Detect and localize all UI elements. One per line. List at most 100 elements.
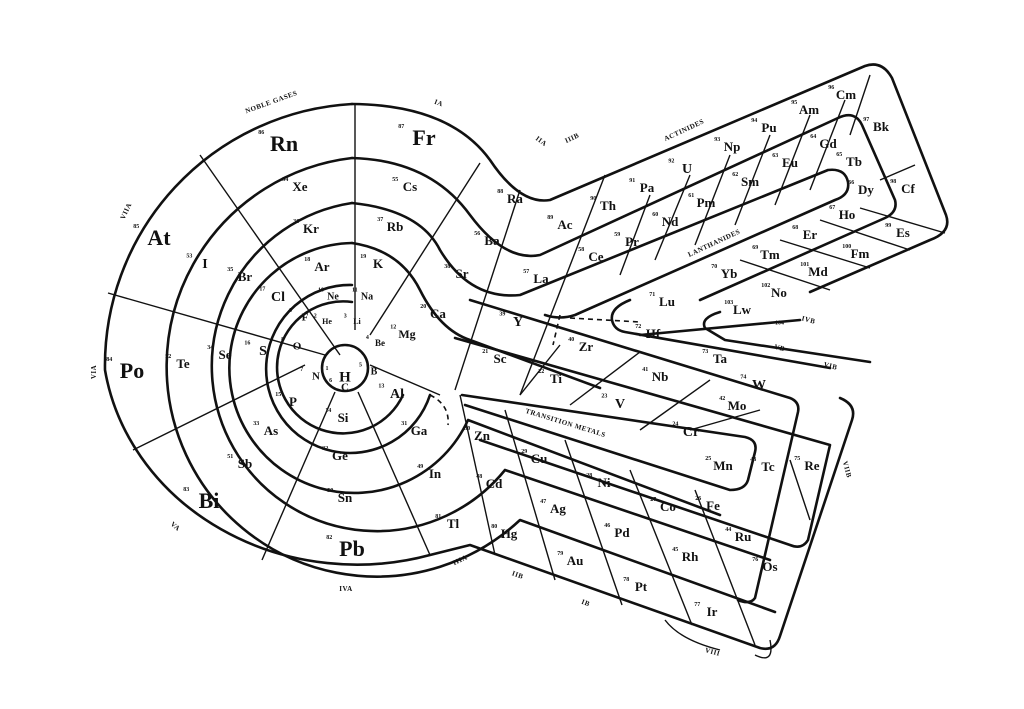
cell-dividers xyxy=(107,74,946,659)
atomic-number: 7 xyxy=(300,367,303,373)
transition-metals-slot xyxy=(460,393,757,492)
atomic-number: 40 xyxy=(568,337,574,343)
element-symbol: Hg xyxy=(501,526,518,541)
element-symbol: Ra xyxy=(507,191,523,206)
atomic-number: 88 xyxy=(497,189,503,195)
label-viia: VIIA xyxy=(119,202,134,221)
divider xyxy=(619,194,651,276)
atomic-number: 18 xyxy=(304,257,310,263)
atomic-number: 82 xyxy=(326,535,332,541)
atomic-number: 65 xyxy=(836,152,842,158)
element-symbol: Cm xyxy=(836,87,856,102)
element-symbol: Ge xyxy=(332,448,348,463)
divider xyxy=(789,459,811,521)
label-iva: IVA xyxy=(339,585,352,593)
divider xyxy=(357,391,431,556)
lanthanide-slot xyxy=(350,168,850,319)
atomic-number: 68 xyxy=(792,225,798,231)
label-vb: VB xyxy=(773,343,785,354)
label-vib: VIB xyxy=(823,360,839,371)
element-symbol: Pa xyxy=(640,180,655,195)
transition-band-middle xyxy=(468,298,800,604)
element-symbol: Fm xyxy=(851,246,870,261)
element-symbol: Fr xyxy=(412,125,435,150)
element-symbol: Zr xyxy=(579,339,594,354)
element-symbol: Cs xyxy=(403,179,417,194)
divider xyxy=(564,439,623,606)
ring-ca-band xyxy=(350,241,602,390)
element-symbol: Sn xyxy=(338,490,353,505)
atomic-number: 31 xyxy=(401,421,407,427)
atomic-number: 76 xyxy=(752,557,758,563)
element-symbol: S xyxy=(259,344,267,359)
element-symbol: In xyxy=(429,466,442,481)
divider xyxy=(369,162,481,336)
atomic-number: 97 xyxy=(863,117,869,123)
ring-3 xyxy=(264,283,432,455)
element-cell-ra: 88 Ra xyxy=(497,189,523,206)
element-cell-u: 92U xyxy=(668,158,692,177)
element-cell-i: 53I xyxy=(186,253,207,272)
element-symbol: As xyxy=(264,423,278,438)
atomic-number: 30 xyxy=(464,426,470,432)
element-symbol: Tl xyxy=(447,516,460,531)
ring-5 xyxy=(210,201,772,562)
element-symbol: V xyxy=(615,397,625,412)
atomic-number: 75 xyxy=(794,456,800,462)
atomic-number: 38 xyxy=(444,264,450,270)
atomic-number: 39 xyxy=(499,311,505,317)
divider xyxy=(689,409,761,431)
element-cell-li: 3Li xyxy=(344,314,362,326)
element-symbol: Nb xyxy=(652,369,669,384)
atomic-number: 20 xyxy=(420,304,426,310)
element-symbol: P xyxy=(289,394,297,409)
element-cell-w: 74W xyxy=(740,374,766,393)
atomic-number: 43 xyxy=(750,457,756,463)
divider xyxy=(132,364,306,451)
element-cell-o: 8O xyxy=(281,337,302,353)
element-symbol: Zn xyxy=(474,428,491,443)
label-iiib: IIIB xyxy=(564,131,581,145)
element-cell-104: 104 xyxy=(775,321,784,327)
element-symbol: Lw xyxy=(733,302,752,317)
divider xyxy=(809,99,846,191)
divider xyxy=(199,154,341,356)
atomic-number: 67 xyxy=(829,205,835,211)
element-symbol: Te xyxy=(176,356,189,371)
atomic-number: 51 xyxy=(227,454,233,460)
atomic-number: 71 xyxy=(649,292,655,298)
atomic-number: 34 xyxy=(207,345,213,351)
f-block-lower-bands xyxy=(610,298,872,370)
atomic-number: 90 xyxy=(590,196,596,202)
element-symbol: Si xyxy=(338,410,349,425)
element-symbol: Pm xyxy=(697,195,716,210)
